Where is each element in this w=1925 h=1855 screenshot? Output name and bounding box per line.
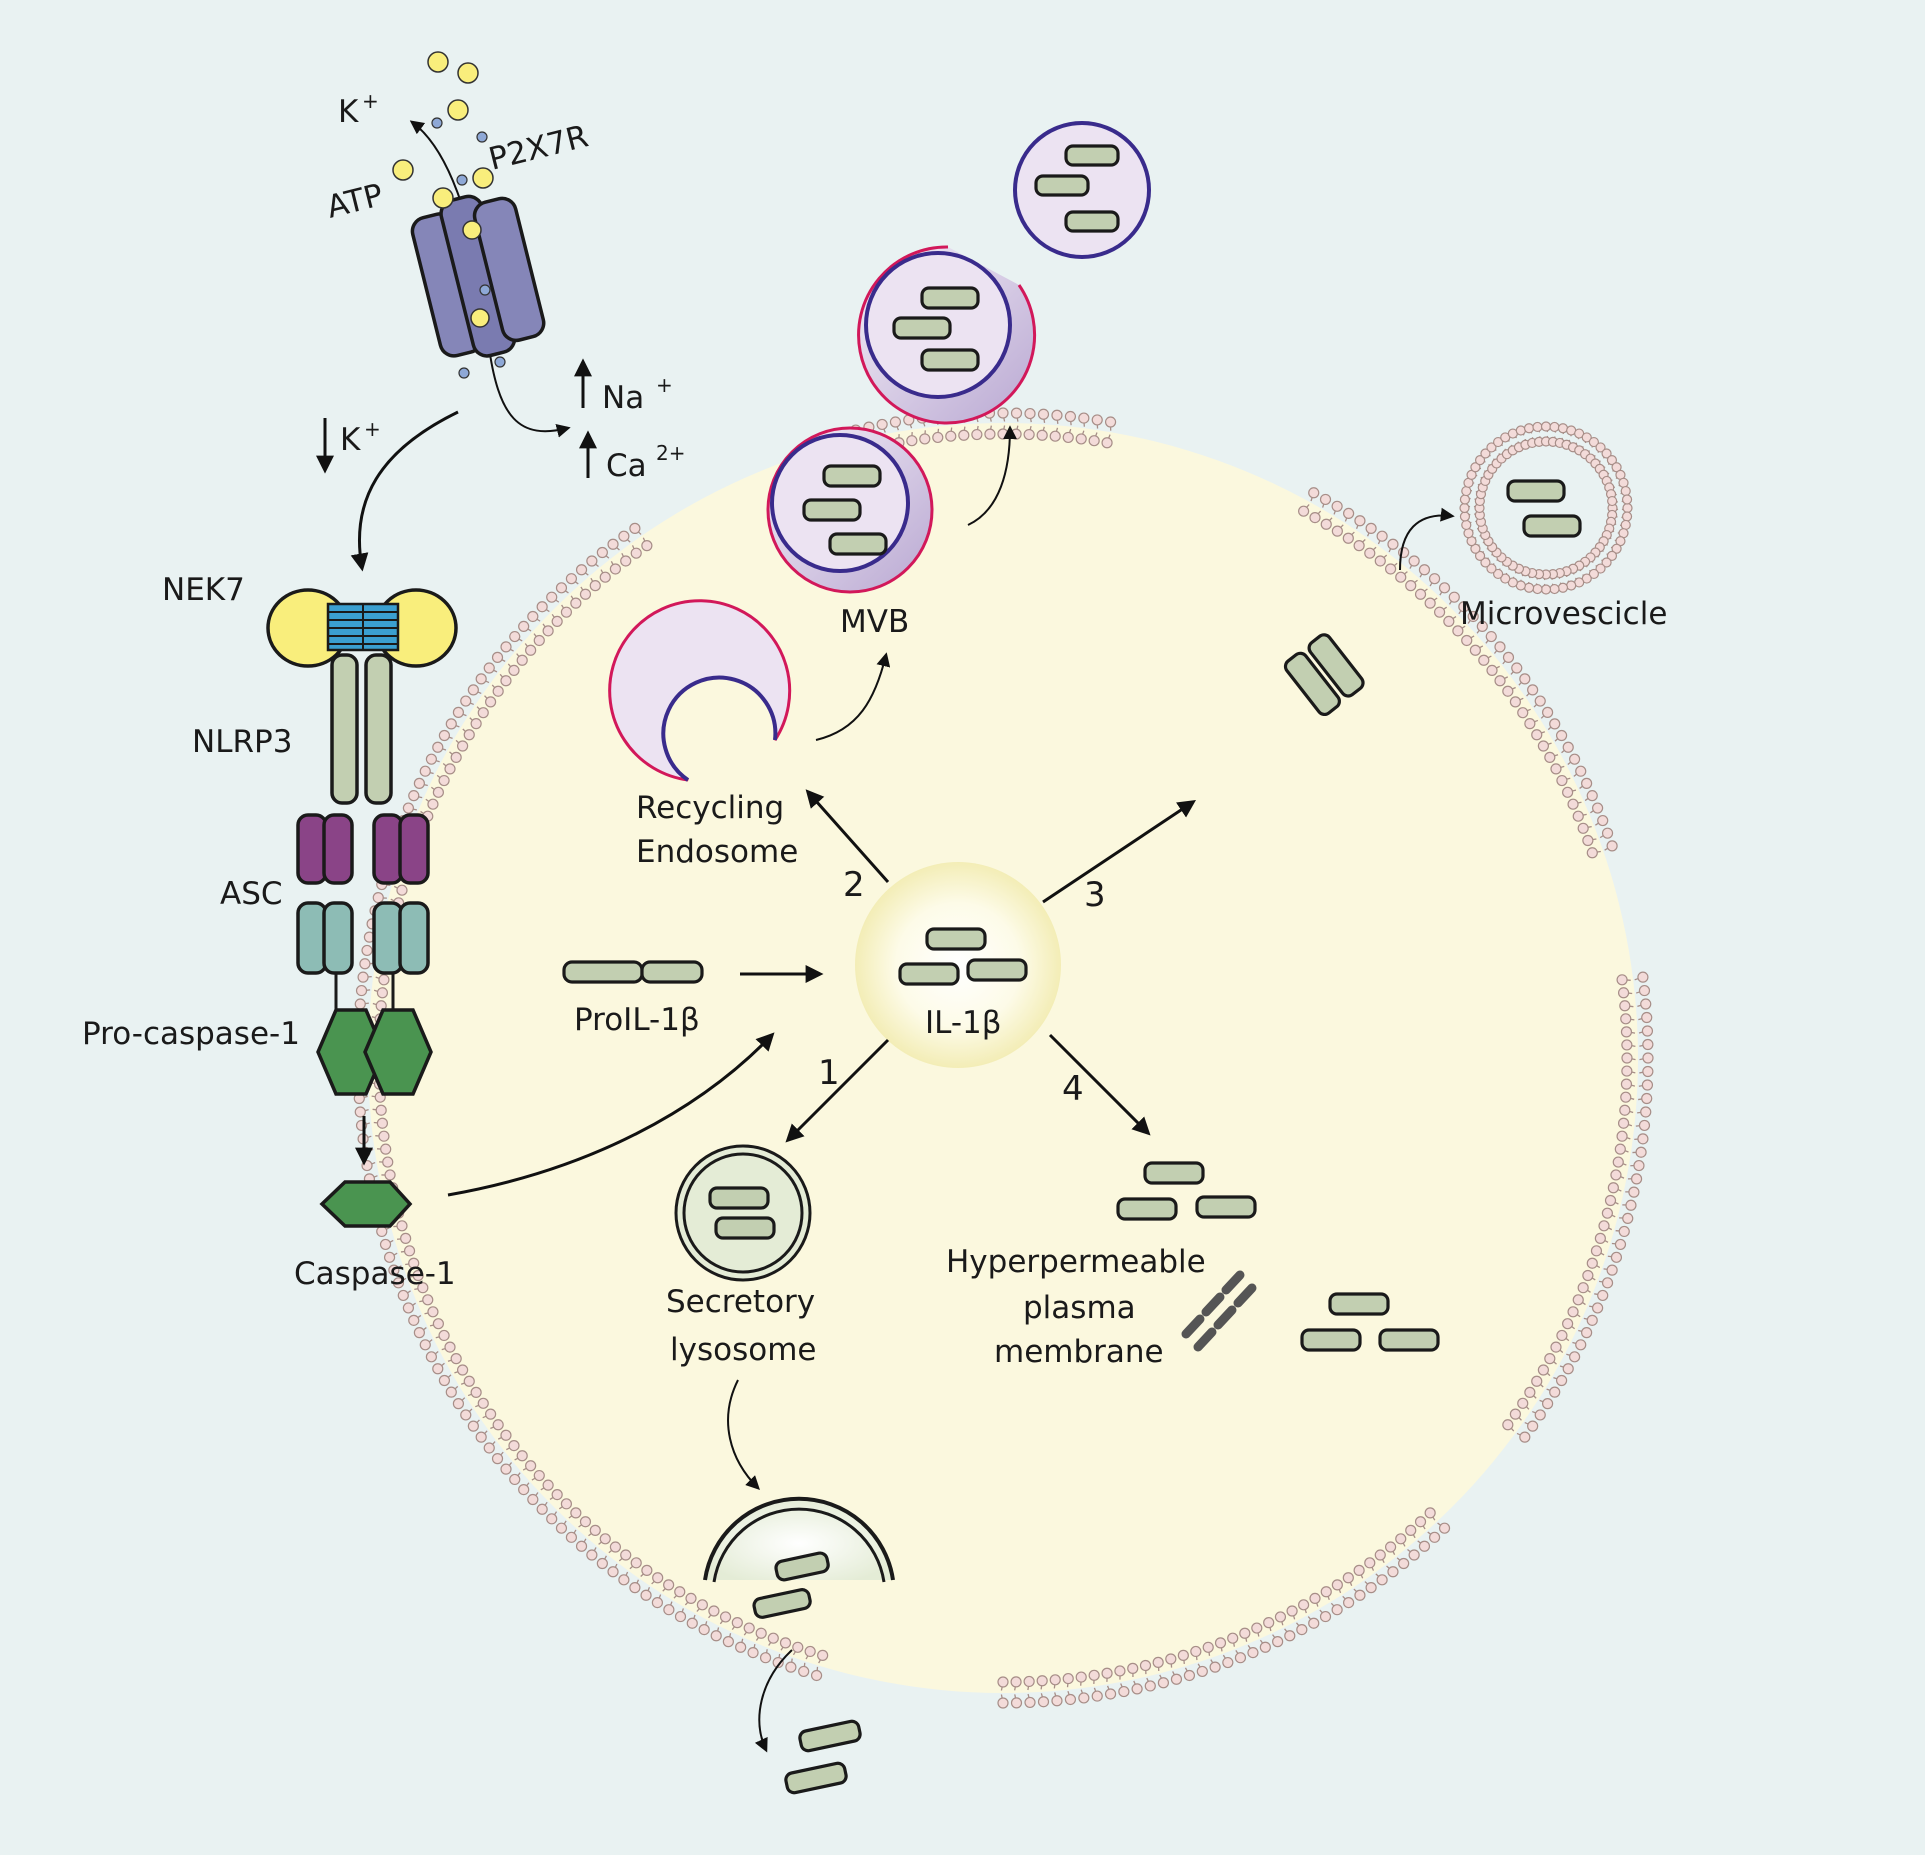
il-1b-molecules <box>898 927 1028 986</box>
receptor-subunit <box>472 196 546 343</box>
secretory-lysosome <box>674 1144 812 1282</box>
cytoplasm <box>368 423 1638 1693</box>
secretory-lysosome-label-line2: lysosome <box>670 1332 816 1368</box>
atp-molecule <box>472 167 494 189</box>
atp-molecule <box>457 62 479 84</box>
asc-pyd <box>372 813 404 885</box>
pro-caspase-1-label: Pro-caspase-1 <box>82 1016 300 1052</box>
asc-pyd <box>398 813 430 885</box>
asc-card <box>398 901 430 975</box>
recycling-endosome-label-line2: Endosome <box>636 834 798 870</box>
pathway-2-number: 2 <box>843 865 865 905</box>
asc-card <box>296 901 328 975</box>
ion <box>479 284 491 296</box>
p2x7r-label: P2X7R <box>485 118 592 177</box>
asc-pyd <box>322 813 354 885</box>
na-label: Na <box>602 380 644 416</box>
cleavage-arrow <box>447 1032 775 1197</box>
fusing-mvb-exocytosis <box>857 245 1037 425</box>
asc-card <box>322 901 354 975</box>
pro-il-1b-label: ProIL-1β <box>574 1002 700 1038</box>
pathway-4-number: 4 <box>1062 1069 1084 1109</box>
pathway-1-arrow <box>785 1038 890 1143</box>
ca-label: Ca <box>606 448 647 484</box>
atp-molecule <box>392 159 414 181</box>
endosome-to-mvb-arrow <box>815 652 891 741</box>
recycling-endosome <box>608 599 792 782</box>
nlrp3-protein <box>330 653 359 805</box>
il-1b-label: IL-1β <box>925 1005 1002 1041</box>
cell <box>352 407 1654 1709</box>
caspase-1-protein <box>319 1180 413 1228</box>
recycling-endosome-label-line1: Recycling <box>636 790 784 826</box>
mvb-fusion-arrow <box>967 425 1017 526</box>
ion <box>458 367 470 379</box>
microvesicle <box>1459 421 1633 595</box>
caspase-1-label: Caspase-1 <box>294 1256 456 1292</box>
secreted-il-1b-bottom <box>784 1719 862 1795</box>
multivesicular-body <box>766 426 934 594</box>
released-il-1b-extracellular <box>1300 1292 1440 1352</box>
secretory-lysosome-label-line1: Secretory <box>666 1284 815 1320</box>
microvesicle-label: Microvescicle <box>1460 596 1667 632</box>
cation-influx-arrow <box>487 339 571 438</box>
pathway-1-number: 1 <box>818 1053 840 1093</box>
asc-label: ASC <box>220 876 283 912</box>
atp-molecule <box>432 187 454 209</box>
pro-caspase-1-protein <box>316 1008 386 1096</box>
pathway-2-arrow <box>805 789 890 883</box>
na-charge: + <box>656 373 673 397</box>
nek7-label: NEK7 <box>162 572 245 608</box>
atp-molecule <box>447 99 469 121</box>
lysosome-to-membrane-arrow <box>727 1379 760 1490</box>
nacht-domain <box>326 602 400 652</box>
ca-charge: 2+ <box>656 441 685 465</box>
microvesicle-bud <box>1283 633 1365 717</box>
atp-molecule <box>427 51 449 73</box>
asc-pyd <box>296 813 328 885</box>
hyperpermeable-label-line2: plasma <box>1023 1290 1136 1326</box>
lysosome-fusion-pore <box>703 1496 895 1619</box>
pro-caspase-1-protein <box>363 1008 433 1096</box>
microvesicle-release-arrow <box>1399 507 1455 571</box>
nlrp3-inflammasome <box>266 588 458 1096</box>
il-1b-glow <box>855 862 1061 1068</box>
atp-label: ATP <box>323 177 386 226</box>
k-cytosol-charge: + <box>364 417 381 441</box>
released-exosome <box>1013 121 1151 259</box>
atp-molecule <box>462 220 482 240</box>
hyperpermeable-label-line1: Hyperpermeable <box>946 1244 1206 1280</box>
k-efflux-label: K <box>338 94 359 130</box>
hyperpermeable-label-line3: membrane <box>994 1334 1164 1370</box>
ion <box>431 117 443 129</box>
pro-il-1b-molecule <box>562 960 704 984</box>
pathway-3-number: 3 <box>1084 875 1106 915</box>
pathway-3-arrow <box>1042 800 1196 904</box>
membrane-pore <box>1181 1270 1257 1352</box>
nlrp3-label: NLRP3 <box>192 724 292 760</box>
atp-molecule <box>470 308 490 328</box>
ion <box>456 174 468 186</box>
p2x7r-receptor <box>392 51 571 438</box>
microvesicle-bilayer <box>1459 421 1633 595</box>
ion <box>476 131 488 143</box>
k-efflux-charge: + <box>362 89 379 113</box>
mvb-label: MVB <box>840 604 909 640</box>
lysosome-release-arrow <box>754 1649 793 1753</box>
k-cytosol-label: K <box>340 422 361 458</box>
asc-card <box>372 901 404 975</box>
free-il-1b-intracellular <box>1116 1161 1257 1221</box>
nlrp3-protein <box>364 653 393 805</box>
k-efflux-to-nlrp3-arrow <box>350 410 459 572</box>
ion <box>494 356 506 368</box>
pathway-4-arrow <box>1048 1033 1151 1136</box>
